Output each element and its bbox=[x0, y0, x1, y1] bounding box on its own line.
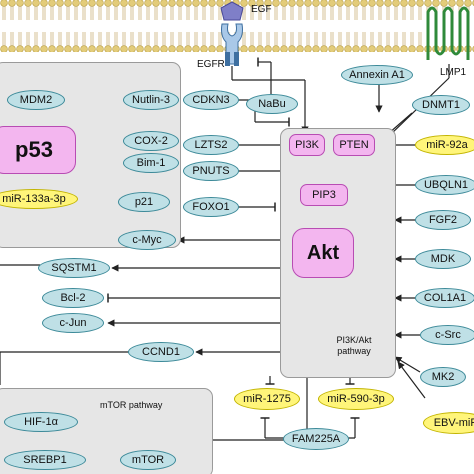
fam225a-node[interactable]: FAM225A bbox=[283, 428, 349, 450]
fgf2-node[interactable]: FGF2 bbox=[415, 210, 471, 230]
bim1-node[interactable]: Bim-1 bbox=[123, 153, 179, 173]
edge-mk2-akt bbox=[394, 356, 421, 373]
cdkn3-node[interactable]: CDKN3 bbox=[183, 90, 239, 110]
nutlin3-node[interactable]: Nutlin-3 bbox=[123, 90, 179, 110]
cox2-node[interactable]: COX-2 bbox=[123, 131, 179, 151]
mir590-node[interactable]: miR-590-3p bbox=[318, 388, 394, 410]
ccnd1-node[interactable]: CCND1 bbox=[128, 342, 194, 362]
sqstm1-node[interactable]: SQSTM1 bbox=[38, 258, 110, 278]
egfr-stalk-right bbox=[234, 52, 239, 66]
mir1275-node[interactable]: miR-1275 bbox=[234, 388, 300, 410]
mdm2-node[interactable]: MDM2 bbox=[7, 90, 65, 110]
pten-node[interactable]: PTEN bbox=[333, 134, 375, 156]
lmp1-receptor-icon bbox=[426, 6, 470, 60]
egf-ligand-icon bbox=[220, 1, 244, 21]
edge-ebv-akt bbox=[397, 361, 426, 399]
mdk-node[interactable]: MDK bbox=[415, 249, 471, 269]
annexin-node[interactable]: Annexin A1 bbox=[341, 65, 413, 85]
p53-node[interactable]: p53 bbox=[0, 126, 76, 174]
nabu-node[interactable]: NaBu bbox=[246, 94, 298, 114]
col1a1-node[interactable]: COL1A1 bbox=[415, 288, 474, 308]
pi3k-node[interactable]: PI3K bbox=[289, 134, 325, 156]
egfr-stalk-left bbox=[225, 52, 230, 66]
cjun-node[interactable]: c-Jun bbox=[42, 313, 104, 333]
foxo1-node[interactable]: FOXO1 bbox=[183, 197, 239, 217]
ebv-node[interactable]: EBV-miR bbox=[423, 412, 474, 434]
mtor-node[interactable]: mTOR bbox=[120, 450, 176, 470]
p21-node[interactable]: p21 bbox=[118, 192, 170, 212]
pathway-label: PI3K/Akt pathway bbox=[336, 335, 372, 356]
pip3-node[interactable]: PIP3 bbox=[300, 184, 348, 206]
mtor-pathway-label: mTOR pathway bbox=[100, 400, 163, 410]
dnmt1-node[interactable]: DNMT1 bbox=[412, 95, 470, 115]
akt-node[interactable]: Akt bbox=[292, 228, 354, 278]
mir92a-node[interactable]: miR-92a bbox=[415, 135, 474, 155]
cmyc-node[interactable]: c-Myc bbox=[118, 230, 176, 250]
lzts2-node[interactable]: LZTS2 bbox=[183, 135, 239, 155]
pnuts-node[interactable]: PNUTS bbox=[183, 161, 239, 181]
lmp1-label: LMP1 bbox=[440, 67, 467, 78]
bcl2-node[interactable]: Bcl-2 bbox=[42, 288, 104, 308]
hif1a-node[interactable]: HIF-1α bbox=[4, 412, 78, 432]
srebp1-node[interactable]: SREBP1 bbox=[4, 450, 86, 470]
mk2-node[interactable]: MK2 bbox=[420, 367, 466, 387]
mir133-node[interactable]: miR-133a-3p bbox=[0, 189, 78, 209]
ubqln1-node[interactable]: UBQLN1 bbox=[415, 175, 474, 195]
csrc-node[interactable]: c-Src bbox=[420, 325, 474, 345]
egf-label: EGF bbox=[251, 4, 272, 15]
egfr-label: EGFR bbox=[197, 59, 225, 70]
